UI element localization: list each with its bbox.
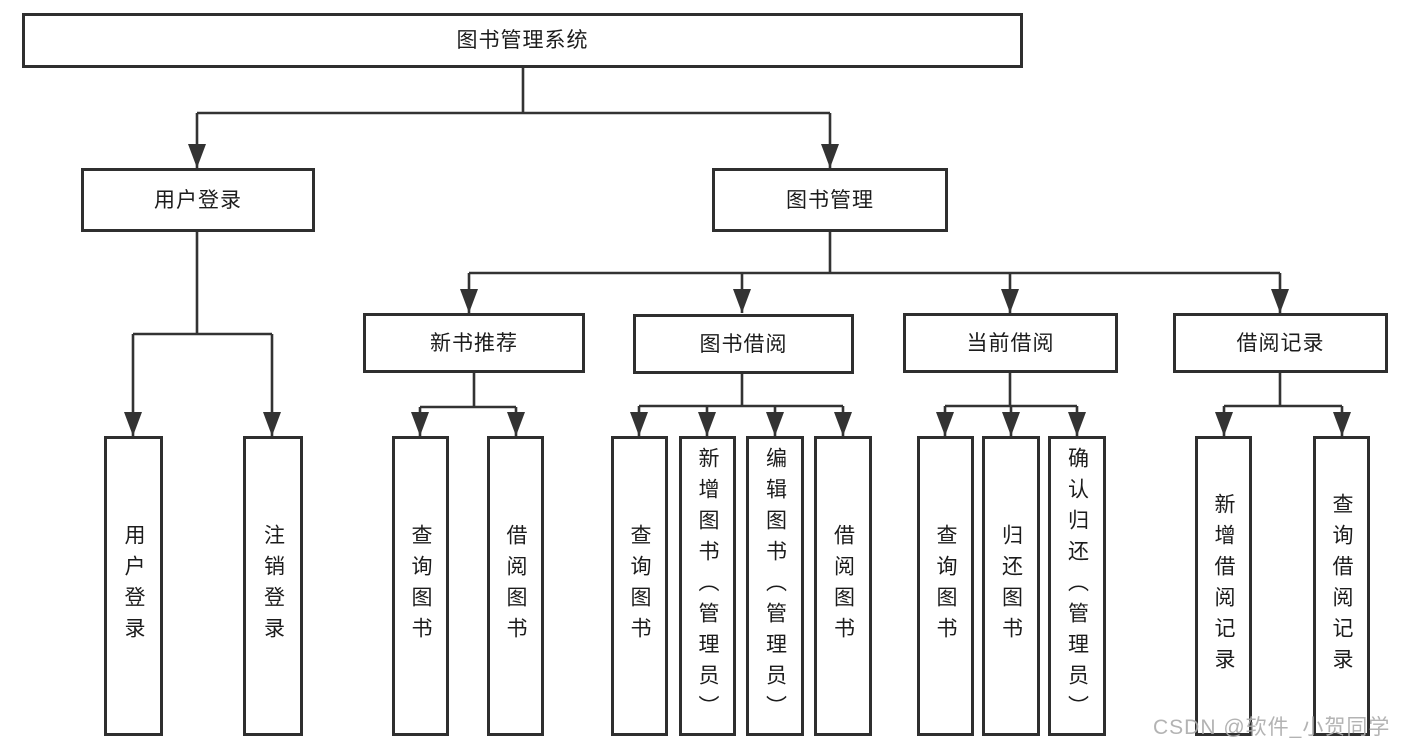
node-book-management: 图书管理 — [712, 168, 948, 232]
node-cb-return-books: 归还图书 — [982, 436, 1040, 736]
watermark-text: CSDN @软件_小贺同学 — [1153, 716, 1391, 739]
node-new-book-recommend-label: 新书推荐 — [430, 331, 518, 355]
node-current-borrow-label: 当前借阅 — [966, 331, 1055, 355]
node-leaf-logout: 注销登录 — [243, 436, 303, 736]
node-bb-add-books: 新增图书（管理员） — [679, 436, 736, 736]
node-bb-borrow-books-label: 借阅图书 — [831, 524, 855, 648]
node-leaf-user-login-label: 用户登录 — [122, 524, 145, 648]
node-br-query-record: 查询借阅记录 — [1313, 436, 1370, 736]
node-bb-edit-books-label: 编辑图书（管理员） — [763, 446, 787, 726]
node-bb-borrow-books: 借阅图书 — [814, 436, 872, 736]
node-bb-edit-books: 编辑图书（管理员） — [746, 436, 804, 736]
node-cb-query-books-label: 查询图书 — [934, 524, 957, 648]
node-cb-confirm-return: 确认归还（管理员） — [1048, 436, 1106, 736]
node-cb-confirm-return-label: 确认归还（管理员） — [1065, 446, 1089, 726]
node-book-borrow-label: 图书借阅 — [699, 332, 788, 356]
node-bb-query-books-label: 查询图书 — [628, 524, 651, 648]
node-br-add-record-label: 新增借阅记录 — [1212, 493, 1235, 679]
node-book-management-label: 图书管理 — [786, 188, 874, 212]
node-nbr-query-books-label: 查询图书 — [409, 524, 432, 648]
node-cb-return-books-label: 归还图书 — [999, 524, 1023, 648]
node-cb-query-books: 查询图书 — [917, 436, 974, 736]
node-nbr-borrow-books-label: 借阅图书 — [504, 524, 527, 648]
node-nbr-query-books: 查询图书 — [392, 436, 449, 736]
node-new-book-recommend: 新书推荐 — [363, 313, 585, 373]
node-borrow-records: 借阅记录 — [1173, 313, 1388, 373]
node-current-borrow: 当前借阅 — [903, 313, 1118, 373]
node-leaf-user-login: 用户登录 — [104, 436, 163, 736]
node-user-login: 用户登录 — [81, 168, 315, 232]
node-bb-query-books: 查询图书 — [611, 436, 668, 736]
node-user-login-label: 用户登录 — [154, 188, 242, 212]
node-nbr-borrow-books: 借阅图书 — [487, 436, 544, 736]
node-leaf-logout-label: 注销登录 — [261, 524, 285, 648]
node-book-borrow: 图书借阅 — [633, 314, 854, 374]
node-br-query-record-label: 查询借阅记录 — [1330, 493, 1353, 679]
node-bb-add-books-label: 新增图书（管理员） — [696, 446, 719, 726]
node-root-label: 图书管理系统 — [456, 29, 589, 52]
node-borrow-records-label: 借阅记录 — [1236, 331, 1325, 355]
node-root: 图书管理系统 — [22, 13, 1023, 68]
node-br-add-record: 新增借阅记录 — [1195, 436, 1252, 736]
